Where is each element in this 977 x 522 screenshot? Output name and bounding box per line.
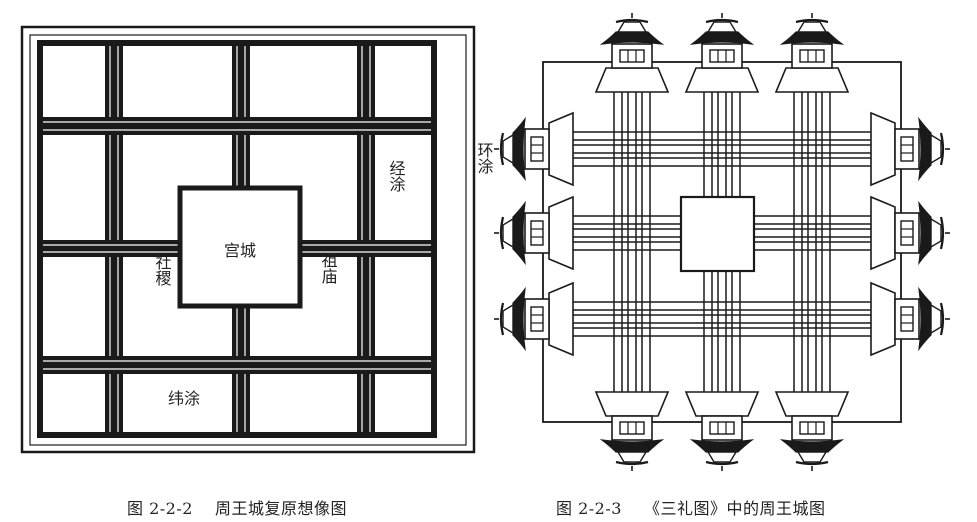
sanli-vertical-road-loop bbox=[641, 86, 651, 402]
label-meridian-road: 经涂 bbox=[387, 160, 406, 192]
sanli-horizontal-road-loop bbox=[562, 131, 882, 141]
label-sheji: 社稷 bbox=[153, 254, 172, 286]
zhou-city-reconstruction-map: 宫城 社稷 祖庙 经涂 纬涂 环涂 bbox=[20, 25, 494, 454]
road-east-west-2b bbox=[300, 240, 434, 257]
sanli-vertical-road-loop bbox=[627, 86, 637, 402]
gate-tower-icon bbox=[684, 13, 760, 93]
road-east-west-2a bbox=[40, 240, 180, 257]
sanli-vertical-road-loop bbox=[793, 86, 803, 402]
caption-right-number: 图 2-2-3 bbox=[556, 499, 622, 518]
caption-right-text: 《三礼图》中的周王城图 bbox=[643, 499, 826, 518]
sanli-vertical-road-loop bbox=[821, 86, 831, 402]
gate-tower-icon bbox=[774, 13, 850, 93]
gate-tower-icon bbox=[870, 111, 950, 187]
caption-left-number: 图 2-2-2 bbox=[127, 499, 193, 518]
sanli-gate-towers bbox=[494, 13, 950, 471]
road-east-west-1 bbox=[40, 117, 434, 135]
sanli-horizontal-road-loop bbox=[562, 327, 882, 337]
ring-road-line bbox=[29, 34, 467, 446]
label-ring-road: 环涂 bbox=[475, 142, 494, 174]
sanli-horizontal-road-loop bbox=[562, 157, 882, 167]
gate-tower-icon bbox=[870, 195, 950, 271]
sanli-zhou-city-map bbox=[494, 13, 950, 471]
palace-city-block bbox=[177, 185, 303, 309]
sanli-vertical-road-loop bbox=[807, 86, 817, 402]
caption-left: 图 2-2-2 周王城复原想像图 bbox=[127, 495, 347, 519]
outer-city-wall bbox=[20, 25, 476, 454]
road-east-west-3 bbox=[40, 356, 434, 374]
sanli-palace-square bbox=[679, 195, 756, 273]
gate-tower-icon bbox=[684, 391, 760, 471]
horizontal-roads bbox=[40, 117, 434, 374]
sanli-horizontal-road-loop bbox=[562, 314, 882, 324]
sanli-vertical-road-loop bbox=[613, 86, 623, 402]
road-north-south-4 bbox=[357, 43, 375, 435]
label-ancestral-temple: 祖庙 bbox=[319, 252, 338, 284]
gate-tower-icon bbox=[594, 391, 670, 471]
gate-tower-icon bbox=[494, 195, 574, 271]
sanli-horizontal-road-loop bbox=[562, 144, 882, 154]
gate-tower-icon bbox=[494, 281, 574, 357]
gate-tower-icon bbox=[774, 391, 850, 471]
gate-tower-icon bbox=[494, 111, 574, 187]
caption-left-text: 周王城复原想像图 bbox=[214, 499, 347, 518]
road-north-south-1 bbox=[105, 43, 123, 435]
sanli-horizontal-road-loop bbox=[562, 301, 882, 311]
caption-right: 图 2-2-3 《三礼图》中的周王城图 bbox=[556, 495, 825, 519]
label-palace: 宫城 bbox=[224, 241, 256, 260]
label-parallel-road: 纬涂 bbox=[168, 389, 200, 408]
gate-tower-icon bbox=[870, 281, 950, 357]
gate-tower-icon bbox=[594, 13, 670, 93]
